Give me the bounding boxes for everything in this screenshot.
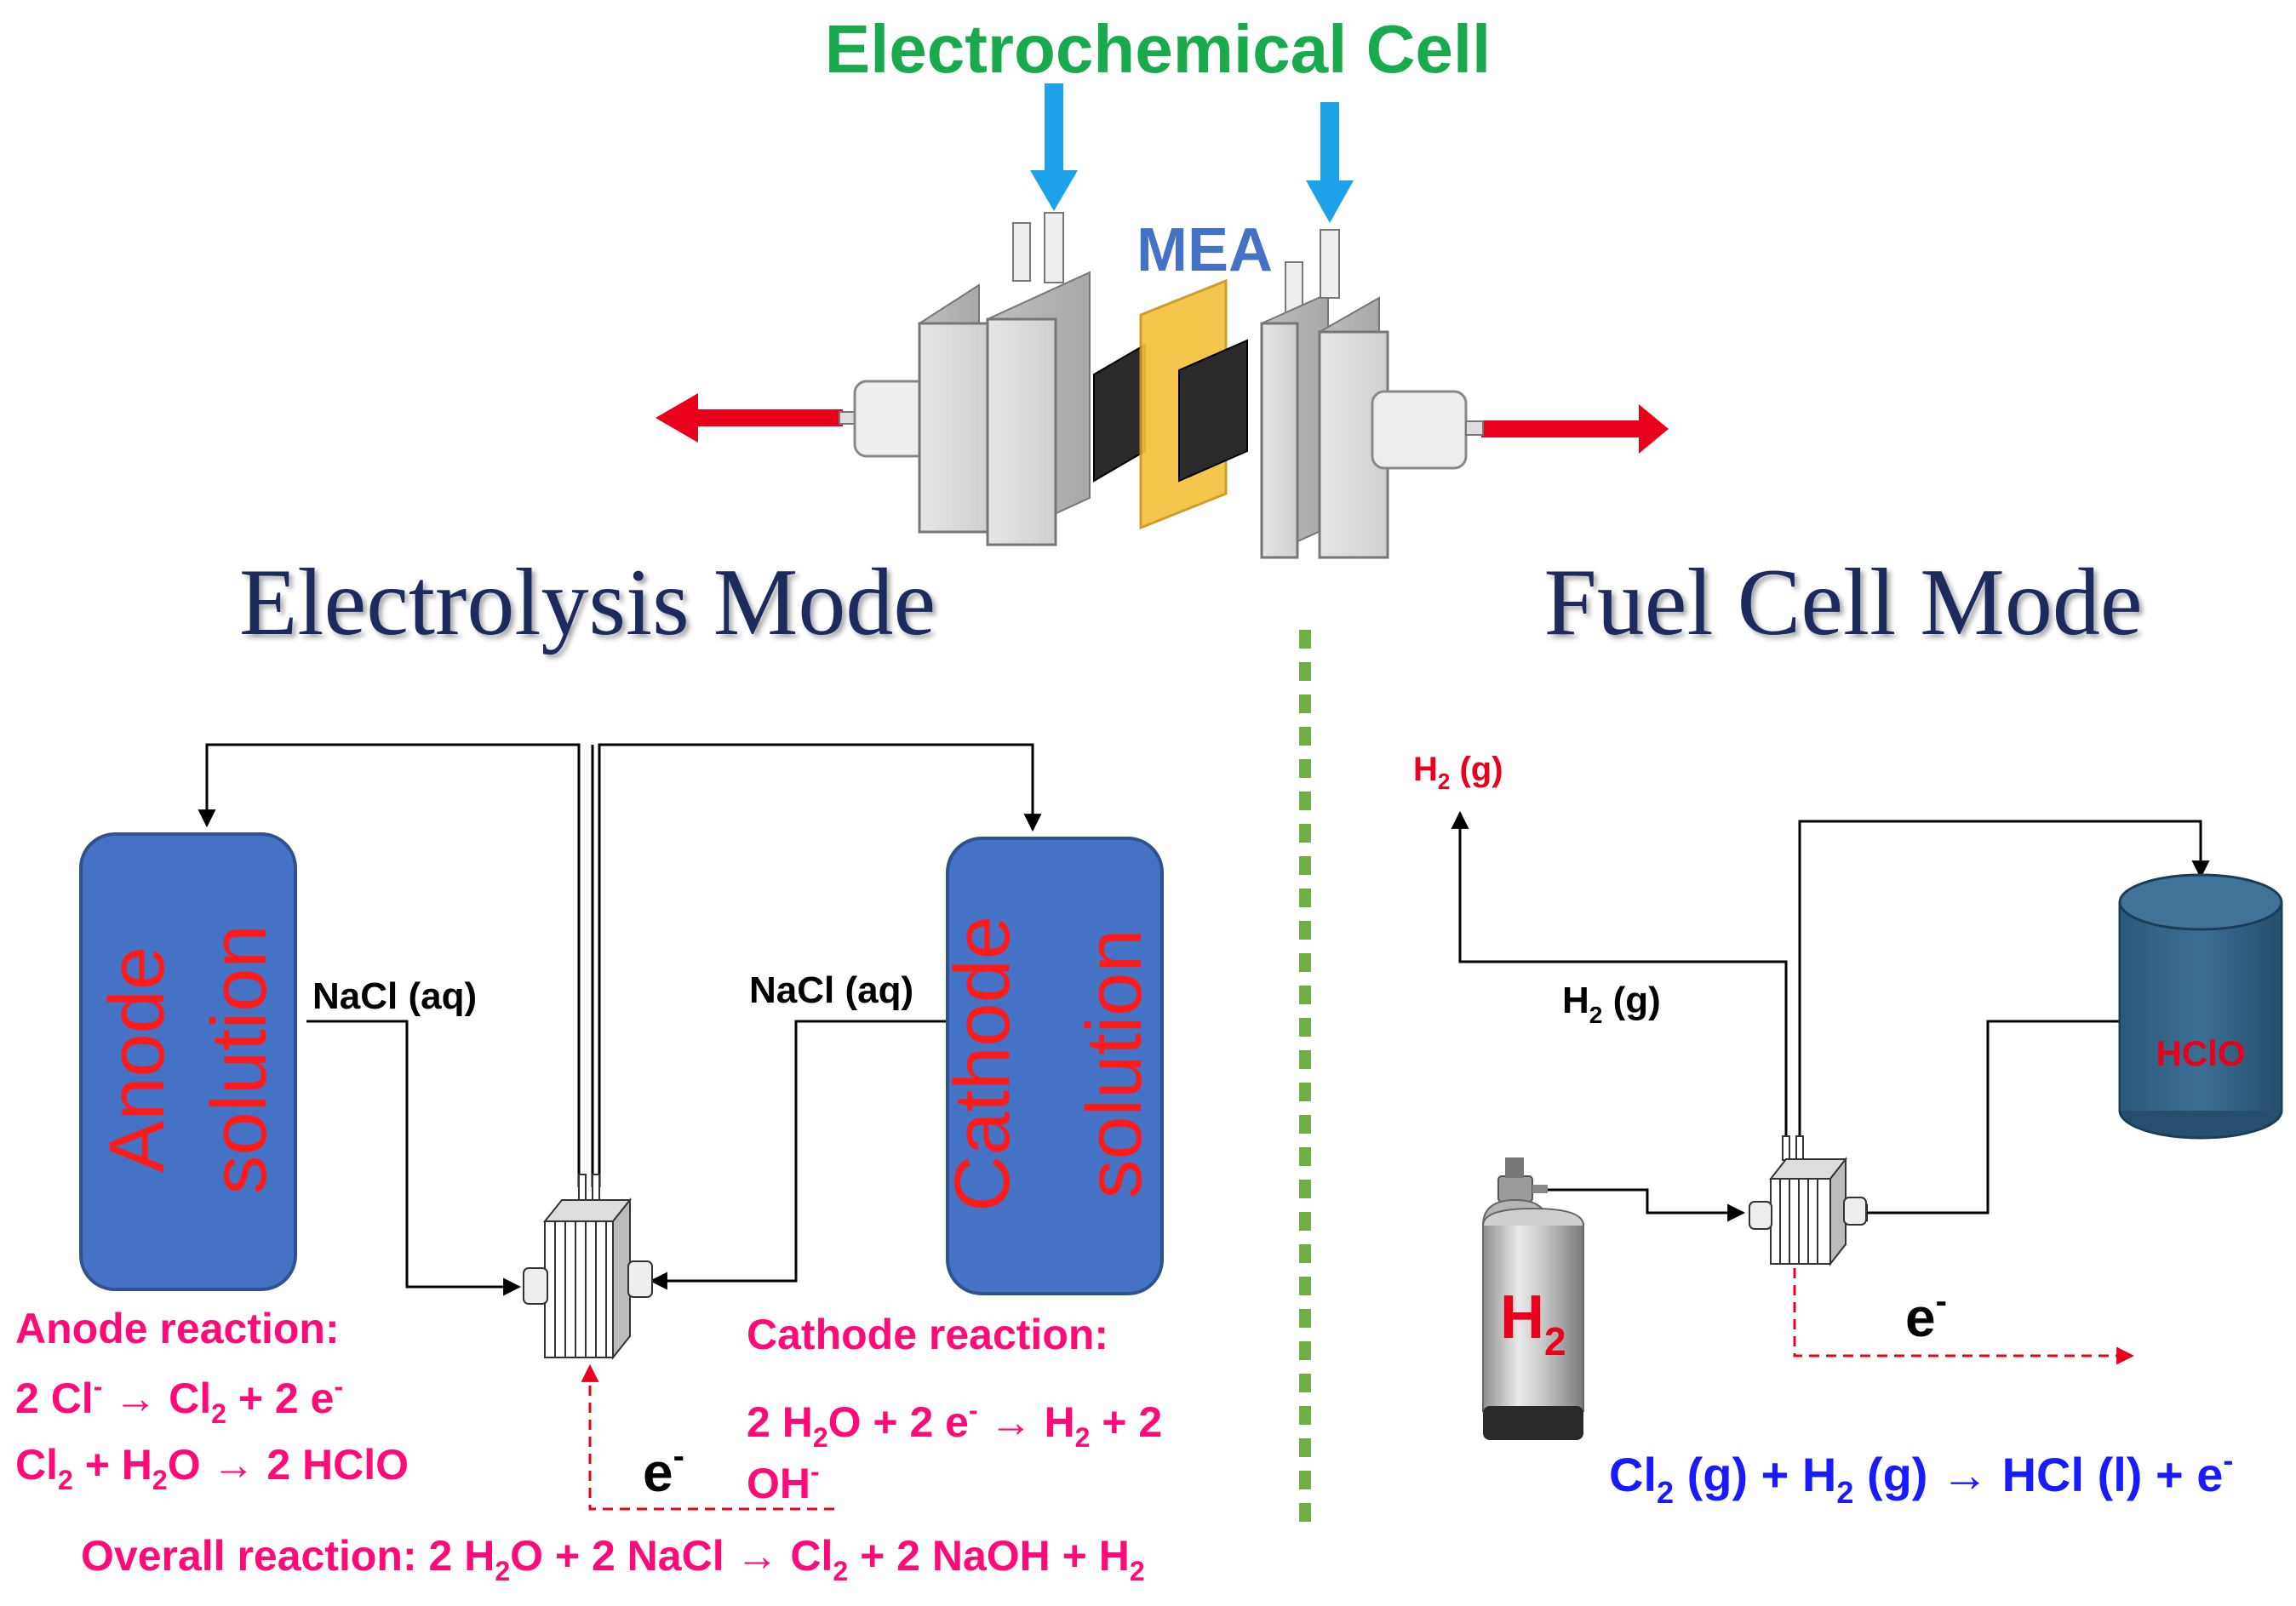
hclo-tank: HClO [2118, 873, 2283, 1140]
fuel-cell-equation: Cl2 (g) + H2 (g) → HCl (l) + e- [1609, 1443, 2233, 1510]
current-arrow-right [1481, 404, 1669, 454]
cell-plate-left-outer [918, 222, 1031, 534]
diagram-title: Electrochemical Cell [825, 11, 1492, 87]
recirculation-lines [198, 743, 1042, 1296]
anode-equation-2: Cl2 + H2O → 2 HClO [15, 1441, 409, 1495]
anode-equation-1: 2 Cl- → Cl2 + 2 e- [15, 1371, 343, 1429]
overall-reaction: Overall reaction: 2 H2O + 2 NaCl → Cl2 +… [81, 1532, 1145, 1586]
hclo-tank-label: HClO [2156, 1033, 2246, 1073]
electrode-left [1093, 343, 1146, 483]
electrolysis-electron-path [581, 1363, 834, 1511]
fuel-cell-electron-path [1793, 1268, 2135, 1365]
feed-arrow-left [1030, 83, 1078, 211]
cell-end-cap-left [839, 380, 933, 458]
anode-feed-label: NaCl (aq) [312, 975, 477, 1017]
h2-cylinder: H2 [1481, 1157, 1584, 1440]
h2-cylinder-label: H2 [1500, 1283, 1566, 1363]
cathode-feed-label: NaCl (aq) [749, 969, 913, 1011]
cathode-equation-line2: OH- [747, 1456, 820, 1507]
anode-tank-label-line2: solution [196, 924, 283, 1194]
anode-tank: Anode solution [79, 832, 297, 1291]
feed-arrow-right [1306, 102, 1354, 223]
electrolysis-mode-title: Electrolysis Mode [239, 550, 936, 655]
cathode-tank: Cathode solution [939, 837, 1164, 1295]
fuel-cell-mode-title: Fuel Cell Mode [1543, 550, 2142, 655]
cell-plate-left-inner [986, 212, 1091, 546]
electrolysis-electron-label: e- [643, 1437, 684, 1503]
cell-plate-right-inner [1260, 261, 1329, 559]
h2-out-label: H2 (g) [1413, 751, 1503, 794]
h2-line-label: H2 (g) [1562, 980, 1661, 1028]
cathode-tank-label-line1: Cathode [939, 916, 1026, 1212]
current-arrow-left [656, 393, 843, 443]
cell-end-cap-right [1371, 390, 1484, 470]
cathode-equation-line1: 2 H2O + 2 e- → H2 + 2 [747, 1395, 1162, 1453]
fuel-cell-electron-label: e- [1905, 1283, 1947, 1348]
fuel-cell-lines [1451, 810, 2210, 1222]
anode-reaction-title: Anode reaction: [15, 1305, 340, 1352]
cathode-tank-label-line2: solution [1071, 929, 1158, 1198]
electrolysis-cell-small [523, 1174, 653, 1360]
fuel-cell-small [1749, 1135, 1867, 1266]
electrode-right [1178, 339, 1248, 483]
anode-tank-label-line1: Anode [94, 946, 180, 1173]
cathode-reaction-title: Cathode reaction: [747, 1311, 1108, 1358]
mea-label: MEA [1137, 216, 1273, 284]
